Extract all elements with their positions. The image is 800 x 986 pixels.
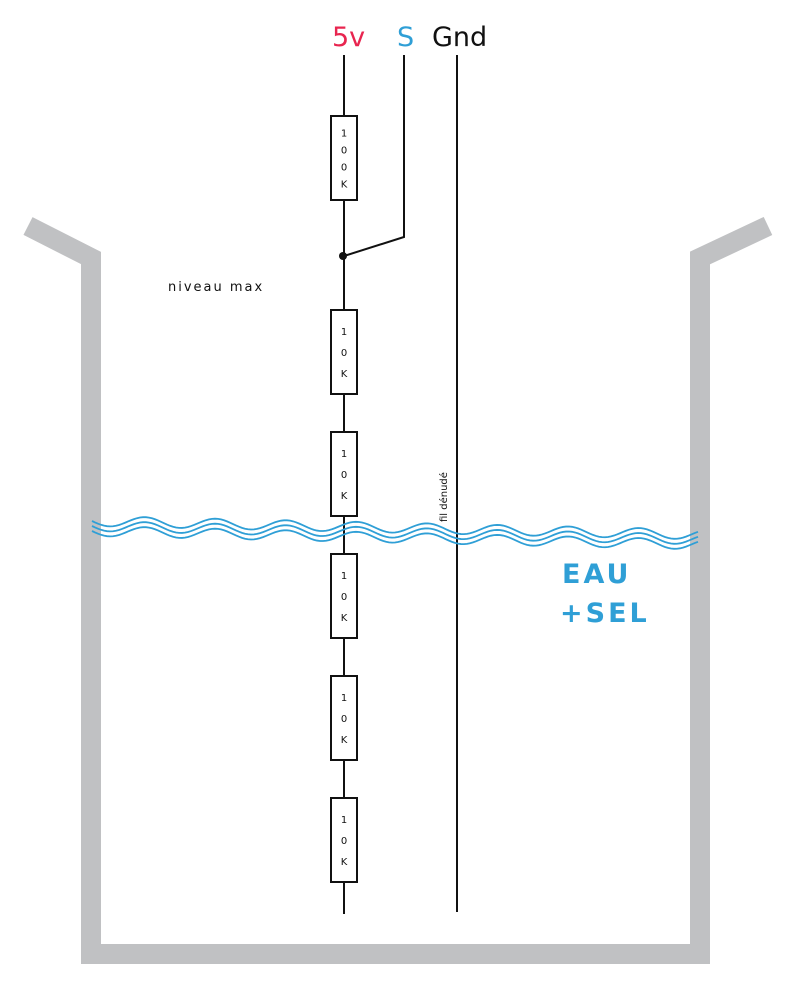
resistor-label-char: 1 [341, 815, 347, 826]
resistor-label-char: 1 [341, 327, 347, 338]
resistor-label-char: K [341, 491, 348, 502]
water-label-line1: EAU [562, 559, 631, 590]
signal-junction [339, 252, 347, 260]
water-wave-line [91, 516, 699, 540]
resistor-2: 1 0K [330, 309, 358, 395]
resistor-body [330, 553, 358, 639]
bare-wire-label: fil dénudé [438, 472, 450, 522]
pin-5v-label: 5v [332, 22, 365, 53]
resistor-label-char: K [341, 613, 348, 624]
resistor-body [330, 115, 358, 201]
resistor-body [330, 675, 358, 761]
resistor-1: 1 0 0K [330, 115, 358, 201]
resistor-5: 1 0K [330, 675, 358, 761]
resistor-label-char: 0 [341, 714, 347, 725]
resistor-4: 1 0K [330, 553, 358, 639]
resistor-body [330, 797, 358, 883]
water-label-line2: +SEL [560, 598, 650, 629]
resistor-label-char: 0 [341, 836, 347, 847]
max-level-label: niveau max [168, 280, 264, 295]
water-wave-line [91, 526, 699, 550]
resistor-label-char: K [341, 735, 348, 746]
resistor-label-char: 0 [341, 470, 347, 481]
resistor-label-char: 1 [341, 571, 347, 582]
resistor-body [330, 309, 358, 395]
signal-wire [343, 55, 405, 257]
resistor-body [330, 431, 358, 517]
resistor-label-char: 0 [341, 163, 347, 174]
container-wall [23, 216, 773, 964]
resistor-label-char: K [341, 369, 348, 380]
water-wave-line [91, 521, 699, 545]
resistor-label-char: K [341, 857, 348, 868]
resistor-6: 1 0K [330, 797, 358, 883]
resistor-label-char: 1 [341, 693, 347, 704]
water-surface [91, 516, 699, 550]
resistor-label-char: 0 [341, 146, 347, 157]
resistor-label-char: 1 [341, 449, 347, 460]
resistor-label-char: 0 [341, 348, 347, 359]
pin-gnd-label: Gnd [432, 22, 487, 53]
resistor-label-char: 0 [341, 592, 347, 603]
resistor-label-char: 1 [341, 129, 347, 140]
resistor-label-char: K [341, 180, 348, 191]
pin-signal-label: S [397, 22, 414, 53]
resistor-3: 1 0K [330, 431, 358, 517]
